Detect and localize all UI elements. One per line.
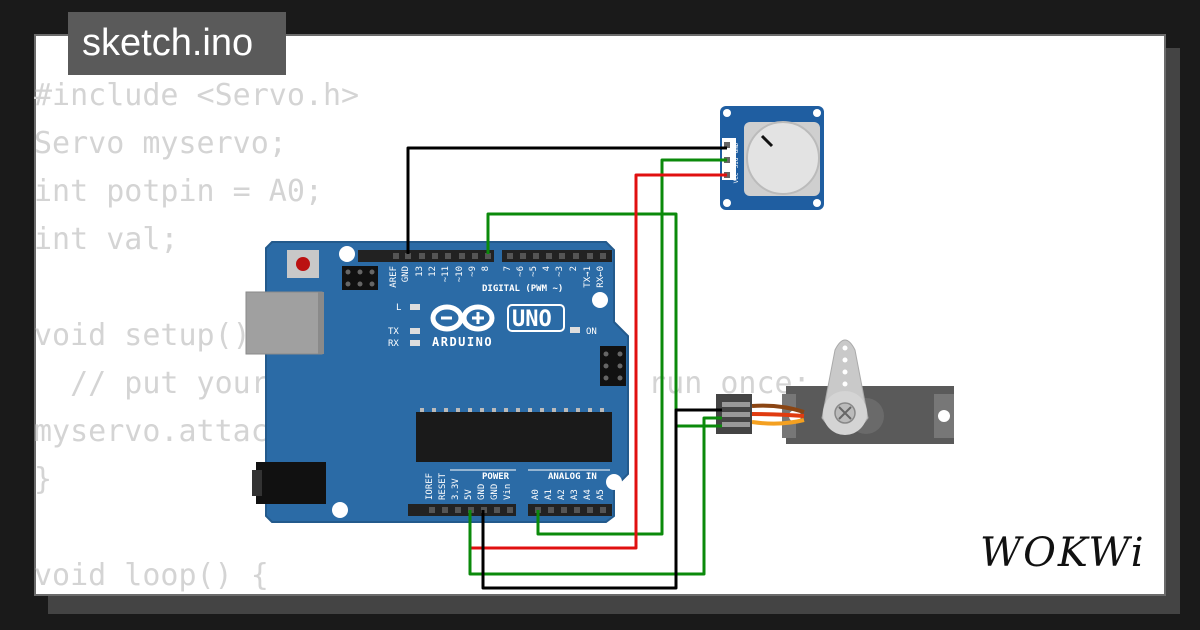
pin-label: TX→1: [583, 266, 593, 288]
led-rx-label: RX: [388, 339, 399, 349]
digital-label: DIGITAL (PWM ~): [482, 284, 563, 294]
header-pin: [432, 253, 438, 259]
code-line: void loop() {: [34, 558, 269, 593]
pin-label: A0: [531, 489, 541, 500]
pin-label: A2: [557, 489, 567, 500]
pin-label: A1: [544, 489, 554, 500]
pin-label: AREF: [389, 266, 399, 288]
header-pin: [587, 253, 593, 259]
header-pin: [485, 253, 491, 259]
header-pin: [573, 253, 579, 259]
wire-gnd-pot[interactable]: [406, 146, 727, 254]
knob-indicator[interactable]: [760, 134, 774, 148]
header-pin: [520, 253, 526, 259]
power-label: POWER: [482, 472, 510, 482]
header-pin: [548, 507, 554, 513]
pin-label: ~11: [441, 266, 451, 282]
header-pin: [455, 507, 461, 513]
pin-label: 5V: [464, 489, 474, 500]
file-tab[interactable]: sketch.ino: [68, 12, 286, 75]
header-pin: [533, 253, 539, 259]
pin-label: IOREF: [425, 473, 435, 500]
pin-label: ~10: [455, 266, 465, 282]
wire-pin9-servo[interactable]: [486, 212, 722, 428]
header-pin: [559, 253, 565, 259]
pin-label: ~5: [529, 266, 539, 277]
pin-label: ~6: [516, 266, 526, 277]
wire-sig-a0[interactable]: [536, 158, 727, 536]
wire-gnd-servo[interactable]: [481, 408, 722, 590]
wokwi-logo-text: WOKWi: [980, 530, 1146, 576]
pot-pin-label: GND: [733, 142, 740, 153]
header-pin: [419, 253, 425, 259]
analog-label: ANALOG IN: [548, 472, 597, 482]
pin-label: 13: [415, 266, 425, 277]
pin-label: GND: [477, 484, 487, 500]
pin-label: 8: [481, 266, 491, 271]
pin-label: 12: [428, 266, 438, 277]
pin-label: 7: [503, 266, 513, 271]
header-pin: [393, 253, 399, 259]
header-pin: [561, 507, 567, 513]
led-l-label: L: [396, 303, 401, 313]
pin-label: 4: [542, 266, 552, 271]
pin-label: RESET: [438, 472, 448, 500]
header-pin: [494, 507, 500, 513]
pot-pin-label: SIG: [733, 157, 740, 168]
header-pin: [405, 253, 411, 259]
pin-label: ~9: [468, 266, 478, 277]
potentiometer-module[interactable]: GND SIG VCC: [720, 106, 824, 210]
board-name: UNO: [512, 307, 552, 332]
pin-label: 2: [569, 266, 579, 271]
header-pin: [459, 253, 465, 259]
header-pin: [445, 253, 451, 259]
reset-button[interactable]: [287, 250, 319, 278]
pin-label: GND: [401, 266, 411, 282]
header-pin: [600, 253, 606, 259]
wires[interactable]: [406, 146, 727, 590]
pot-pin-label: VCC: [733, 172, 740, 183]
header-pin: [429, 507, 435, 513]
led-tx-label: TX: [388, 327, 399, 337]
wire-5v-servo[interactable]: [468, 416, 722, 576]
brand-label: ARDUINO: [432, 335, 493, 349]
pin-label: Vin: [503, 484, 513, 500]
header-pin: [472, 253, 478, 259]
code-line: }: [34, 462, 53, 497]
code-line: int potpin = A0;: [34, 174, 323, 209]
header-pin: [587, 507, 593, 513]
arduino-logo-icon: [430, 304, 495, 332]
code-line: #include <Servo.h>: [34, 78, 360, 113]
pin-label: A3: [570, 489, 580, 500]
servo-motor[interactable]: [716, 339, 954, 444]
header-pin: [546, 253, 552, 259]
pin-label: ~3: [555, 266, 565, 277]
code-line: Servo myservo;: [34, 126, 287, 161]
wokwi-logo: WOKWi: [980, 530, 1146, 576]
pin-label: RX←0: [596, 266, 606, 288]
header-pin: [507, 507, 513, 513]
pin-label: 3.3V: [451, 478, 461, 500]
led-on-label: ON: [586, 327, 597, 337]
code-line: int val;: [34, 222, 179, 257]
header-pin: [600, 507, 606, 513]
header-pin: [574, 507, 580, 513]
pin-label: GND: [490, 484, 500, 500]
code-line: void setup() {: [34, 318, 287, 353]
header-pin: [442, 507, 448, 513]
header-pin: [507, 253, 513, 259]
pin-label: A5: [596, 489, 606, 500]
pin-label: A4: [583, 489, 593, 500]
